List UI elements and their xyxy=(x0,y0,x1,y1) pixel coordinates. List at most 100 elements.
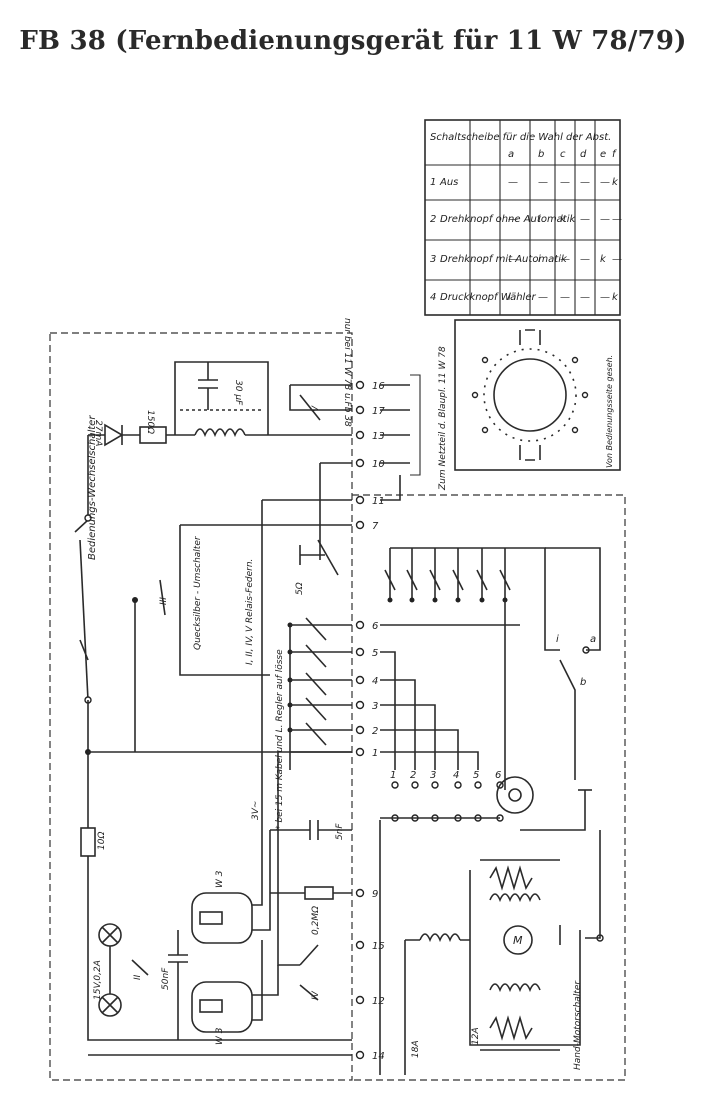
table-row-num: 4 xyxy=(430,292,436,303)
switch-label-b: b xyxy=(580,677,586,688)
switch-label-i: i xyxy=(556,634,559,645)
row-numbers: 1 2 3 4 5 6 xyxy=(390,770,504,789)
label-relay-iv: IV xyxy=(311,990,321,1000)
row-number-label: 6 xyxy=(495,770,501,781)
label-relay-ii: II xyxy=(133,974,143,980)
table-col: c xyxy=(560,149,566,160)
table-cell: — xyxy=(580,292,590,303)
row-number: 5 xyxy=(473,770,482,789)
table-cell: i xyxy=(538,254,541,265)
table-row-name: Druckknopf Wähler xyxy=(440,292,536,303)
table-cell: — xyxy=(600,177,610,188)
terminal-strip: 16 17 13 10 11 7 6 5 4 3 2 1 9 15 12 14 xyxy=(355,380,385,1062)
rotary-switch xyxy=(496,776,534,814)
table-cell: — xyxy=(560,292,570,303)
relay-springs xyxy=(287,617,352,770)
terminal: 3 xyxy=(355,700,378,712)
terminal-label: 14 xyxy=(372,1051,385,1062)
terminal: 7 xyxy=(355,520,379,532)
terminal-label: 2 xyxy=(372,726,378,737)
terminal: 11 xyxy=(355,495,385,507)
row-number-label: 4 xyxy=(453,770,459,781)
label-motor: M xyxy=(513,934,523,947)
label-5-ohm: 5Ω xyxy=(295,582,305,595)
label-12a: 12A xyxy=(471,1027,481,1045)
table-cell: — xyxy=(580,177,590,188)
table-col: d xyxy=(580,149,587,160)
motor-section xyxy=(404,830,604,1075)
terminal-label: 5 xyxy=(372,648,378,659)
terminal-label: 12 xyxy=(372,996,385,1007)
tube-w3-b xyxy=(191,981,253,1033)
label-main-switch: Bedienungs-Wechselschalter xyxy=(87,415,98,560)
row-number-label: 3 xyxy=(430,770,436,781)
bias-section xyxy=(270,752,352,1001)
table-cell: k xyxy=(600,254,607,265)
terminal: 6 xyxy=(355,620,378,632)
terminal-label: 13 xyxy=(372,431,385,442)
terminal: 10 xyxy=(355,458,385,470)
switch-label-a: a xyxy=(590,634,596,645)
rotary-contacts xyxy=(379,776,592,1075)
terminal: 4 xyxy=(355,675,378,687)
table-cell: — xyxy=(580,214,590,225)
row-number: 4 xyxy=(453,770,462,789)
label-relay-v: V xyxy=(311,405,321,412)
label-relay-iii: III xyxy=(159,597,169,605)
housing-frame xyxy=(49,332,626,1081)
terminal-label: 16 xyxy=(372,381,385,392)
label-lamp: 15V,0,2A xyxy=(93,960,103,1000)
table-cell: — xyxy=(508,254,518,265)
table-header: Schaltscheibe für die Wahl der Abst. xyxy=(430,132,611,143)
relay-v xyxy=(289,374,421,560)
table-col: a xyxy=(508,149,514,160)
terminal-label: 7 xyxy=(372,521,379,532)
label-quecksilber: Quecksilber - Umschalter xyxy=(193,535,203,650)
switch-column xyxy=(384,548,511,603)
resistor-02M xyxy=(304,886,334,900)
terminal: 13 xyxy=(355,430,385,442)
terminal: 17 xyxy=(355,405,385,417)
row-number-label: 2 xyxy=(410,770,416,781)
label-hand-motor: Hand-Motorschalter xyxy=(573,980,583,1070)
label-50nf: 50nF xyxy=(161,967,171,990)
terminal-label: 9 xyxy=(372,889,378,900)
label-02m: 0,2MΩ xyxy=(311,906,321,935)
terminal: 15 xyxy=(355,940,385,952)
table-cell: — xyxy=(600,214,610,225)
terminal: 2 xyxy=(355,725,378,737)
table-cell: — xyxy=(600,292,610,303)
label-18a: 18A xyxy=(411,1040,421,1058)
table-row-num: 2 xyxy=(430,214,436,225)
resistor-10 xyxy=(80,827,96,857)
table-cell: — xyxy=(508,177,518,188)
row-number: 3 xyxy=(430,770,439,789)
terminal-label: 15 xyxy=(372,941,385,952)
terminal: 16 xyxy=(355,380,385,392)
table-cell: — xyxy=(560,177,570,188)
table-row-name: Drehknopf mit Automatik xyxy=(440,254,568,265)
selector-table: Schaltscheibe für die Wahl der Abst. a b… xyxy=(424,119,622,316)
switch-disc xyxy=(454,319,621,471)
table-cell: — xyxy=(538,177,548,188)
motor-symbol xyxy=(503,925,533,955)
label-5nf: 5nF xyxy=(335,823,345,840)
page-title: FB 38 (Fernbedienungsgerät für 11 W 78/7… xyxy=(19,26,687,56)
table-col: f xyxy=(612,149,617,160)
table-cell: — xyxy=(538,292,548,303)
table-col: b xyxy=(538,149,544,160)
label-27ma: 27mA xyxy=(93,420,103,446)
terminal-label: 6 xyxy=(372,621,378,632)
tube-w3-a xyxy=(191,892,253,944)
table-cell: k xyxy=(612,177,619,188)
terminal-label: 4 xyxy=(372,676,378,687)
label-3v: 3V~ xyxy=(251,801,261,820)
terminal-label: 10 xyxy=(372,459,385,470)
table-row-name: Drehknopf ohne Automatik xyxy=(440,214,577,225)
table-cell: i xyxy=(508,292,511,303)
row-number-label: 5 xyxy=(473,770,479,781)
table-cell: — xyxy=(612,254,622,265)
terminal: 12 xyxy=(355,995,385,1007)
terminal-label: 17 xyxy=(372,406,385,417)
table-row-num: 1 xyxy=(430,177,436,188)
